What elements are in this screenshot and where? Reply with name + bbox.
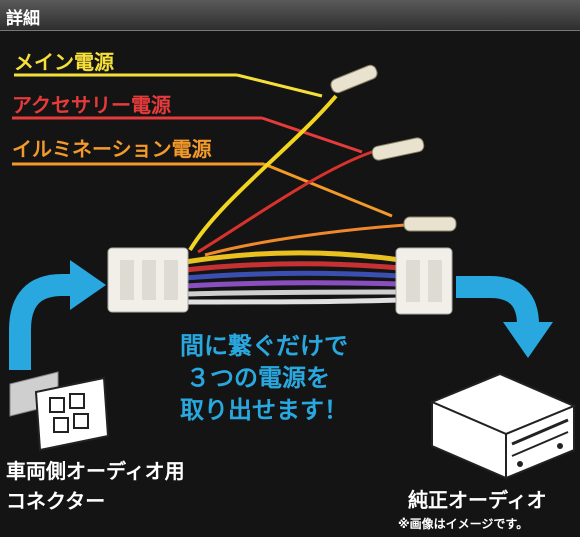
main-power-label: メイン電源: [14, 50, 114, 74]
center-message: 間に繋ぐだけで ３つの電源を 取り出せます！: [180, 330, 400, 426]
connector-caption-line1: 車両側オーディオ用: [6, 459, 185, 483]
header-bar: 詳細: [0, 0, 580, 31]
header-title: 詳細: [6, 9, 40, 29]
accessory-terminal-icon: [371, 137, 425, 161]
accessory-power-label: アクセサリー電源: [12, 93, 171, 117]
connector-icon: [9, 371, 110, 452]
main-terminal-icon: [330, 64, 378, 94]
center-message-line2: ３つの電源を: [186, 364, 330, 392]
image-note: ※画像はイメージです。: [398, 517, 529, 531]
harness-connector-right: [395, 247, 453, 315]
car-audio-unit-icon: [429, 372, 577, 480]
down-curved-arrow-icon: [456, 276, 553, 358]
harness-connector-left: [107, 247, 189, 313]
illumination-power-label: イルミネーション電源: [12, 137, 212, 161]
connector-caption: 車両側オーディオ用 コネクター: [6, 456, 185, 516]
center-message-line1: 間に繋ぐだけで: [180, 332, 348, 360]
connector-caption-line2: コネクター: [6, 489, 106, 513]
right-curved-arrow-icon: [9, 260, 106, 370]
audio-caption: 純正オーディオ: [408, 488, 547, 512]
illumination-terminal-icon: [403, 216, 457, 232]
center-message-line3: 取り出せます！: [180, 396, 348, 424]
